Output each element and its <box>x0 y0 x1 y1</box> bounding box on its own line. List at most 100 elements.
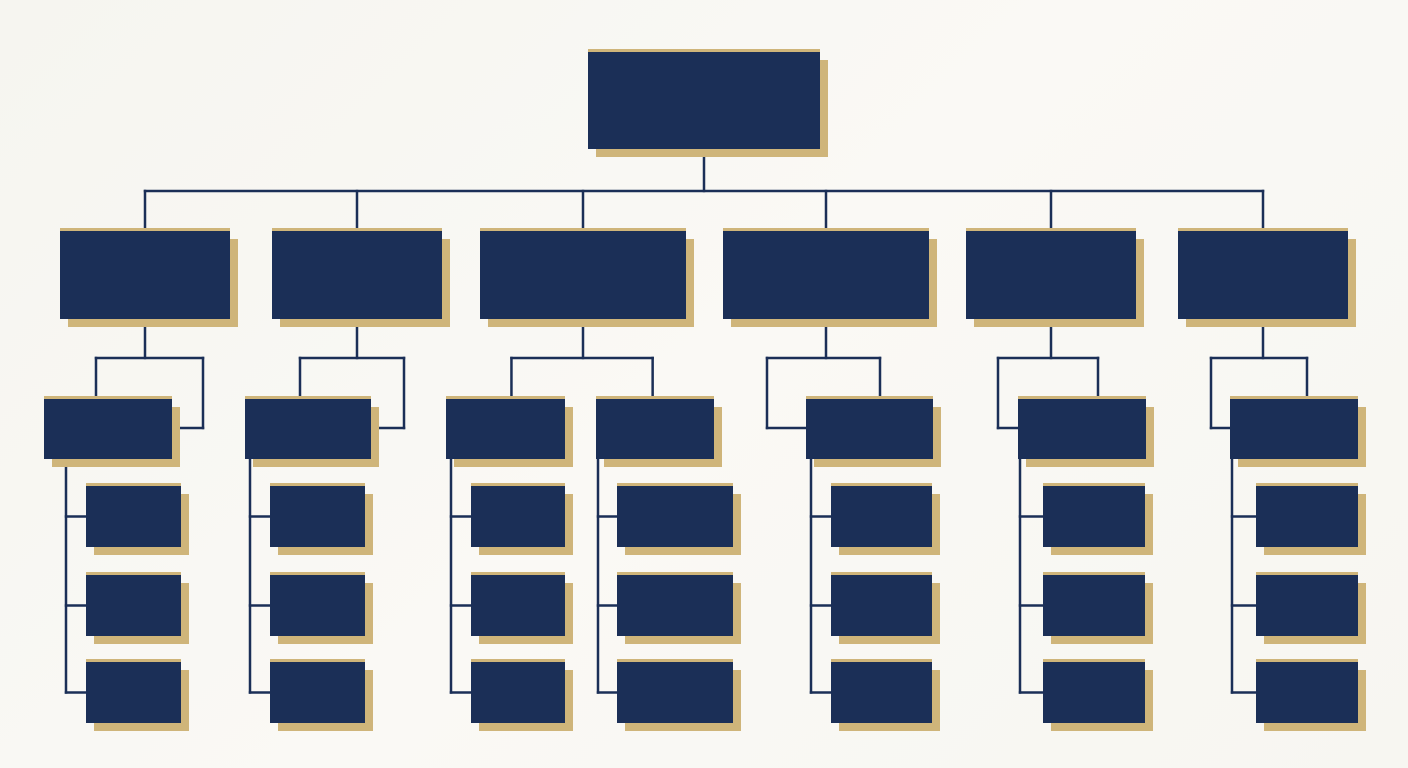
team-box-fill <box>245 399 371 459</box>
team-box-top-accent <box>1230 396 1358 399</box>
member-box <box>86 572 189 644</box>
member-box-fill <box>471 486 565 547</box>
department-box <box>1178 228 1356 327</box>
department-box <box>60 228 238 327</box>
member-box-fill <box>831 486 932 547</box>
department-box <box>723 228 937 327</box>
member-box-top-accent <box>831 659 932 662</box>
member-box <box>1043 572 1153 644</box>
department-box-fill <box>966 231 1136 319</box>
member-box-fill <box>831 662 932 723</box>
team-box-top-accent <box>596 396 714 399</box>
member-box-top-accent <box>86 572 181 575</box>
team-box <box>1230 396 1366 467</box>
member-box-fill <box>86 486 181 547</box>
member-box-fill <box>1043 486 1145 547</box>
member-box-fill <box>86 662 181 723</box>
member-box <box>86 483 189 555</box>
member-box-top-accent <box>471 572 565 575</box>
member-box-top-accent <box>617 572 733 575</box>
root-box-fill <box>588 52 820 149</box>
member-box <box>270 659 373 731</box>
member-box-fill <box>270 486 365 547</box>
member-box-fill <box>1043 662 1145 723</box>
member-box-top-accent <box>270 483 365 486</box>
member-box-fill <box>270 662 365 723</box>
department-box-fill <box>480 231 686 319</box>
member-box-fill <box>1256 662 1358 723</box>
team-box-top-accent <box>1018 396 1146 399</box>
member-box-top-accent <box>1256 483 1358 486</box>
department-box-top-accent <box>60 228 230 231</box>
member-box <box>471 659 573 731</box>
member-box-fill <box>1256 486 1358 547</box>
department-box-fill <box>723 231 929 319</box>
department-box-top-accent <box>723 228 929 231</box>
member-box <box>471 483 573 555</box>
department-box-top-accent <box>272 228 442 231</box>
member-box-top-accent <box>86 483 181 486</box>
member-box <box>831 659 940 731</box>
member-box <box>617 659 741 731</box>
root-box-top-accent <box>588 49 820 52</box>
member-box <box>86 659 189 731</box>
member-box-top-accent <box>1256 572 1358 575</box>
member-box <box>1043 659 1153 731</box>
member-box-fill <box>617 486 733 547</box>
department-box-top-accent <box>480 228 686 231</box>
member-box-fill <box>617 662 733 723</box>
team-box-top-accent <box>446 396 565 399</box>
team-box-top-accent <box>806 396 933 399</box>
root-box <box>588 49 828 157</box>
member-box <box>1256 659 1366 731</box>
team-box <box>596 396 722 467</box>
member-box-fill <box>1256 575 1358 636</box>
team-box-fill <box>806 399 933 459</box>
department-box <box>480 228 694 327</box>
member-box-fill <box>270 575 365 636</box>
team-box-fill <box>1230 399 1358 459</box>
team-box <box>806 396 941 467</box>
member-box <box>1256 572 1366 644</box>
member-box-top-accent <box>617 659 733 662</box>
member-box <box>831 572 940 644</box>
member-box-top-accent <box>471 659 565 662</box>
member-box <box>831 483 940 555</box>
member-box <box>617 483 741 555</box>
member-box-top-accent <box>1256 659 1358 662</box>
member-box <box>1256 483 1366 555</box>
box-layer <box>44 49 1366 731</box>
member-box-top-accent <box>86 659 181 662</box>
department-box <box>272 228 450 327</box>
department-box-fill <box>272 231 442 319</box>
team-box <box>245 396 379 467</box>
member-box-fill <box>471 575 565 636</box>
team-box <box>446 396 573 467</box>
department-box <box>966 228 1144 327</box>
member-box <box>1043 483 1153 555</box>
team-box-fill <box>596 399 714 459</box>
member-box <box>471 572 573 644</box>
member-box-fill <box>1043 575 1145 636</box>
member-box-top-accent <box>1043 659 1145 662</box>
member-box-top-accent <box>1043 572 1145 575</box>
team-box-fill <box>446 399 565 459</box>
team-box-top-accent <box>44 396 172 399</box>
member-box-top-accent <box>270 659 365 662</box>
member-box-fill <box>86 575 181 636</box>
member-box-top-accent <box>617 483 733 486</box>
team-box <box>44 396 180 467</box>
team-box-fill <box>1018 399 1146 459</box>
member-box <box>270 572 373 644</box>
team-box-fill <box>44 399 172 459</box>
member-box-top-accent <box>270 572 365 575</box>
team-box-top-accent <box>245 396 371 399</box>
department-box-fill <box>60 231 230 319</box>
member-box-top-accent <box>1043 483 1145 486</box>
member-box <box>270 483 373 555</box>
member-box-fill <box>471 662 565 723</box>
department-box-top-accent <box>966 228 1136 231</box>
member-box-top-accent <box>831 483 932 486</box>
